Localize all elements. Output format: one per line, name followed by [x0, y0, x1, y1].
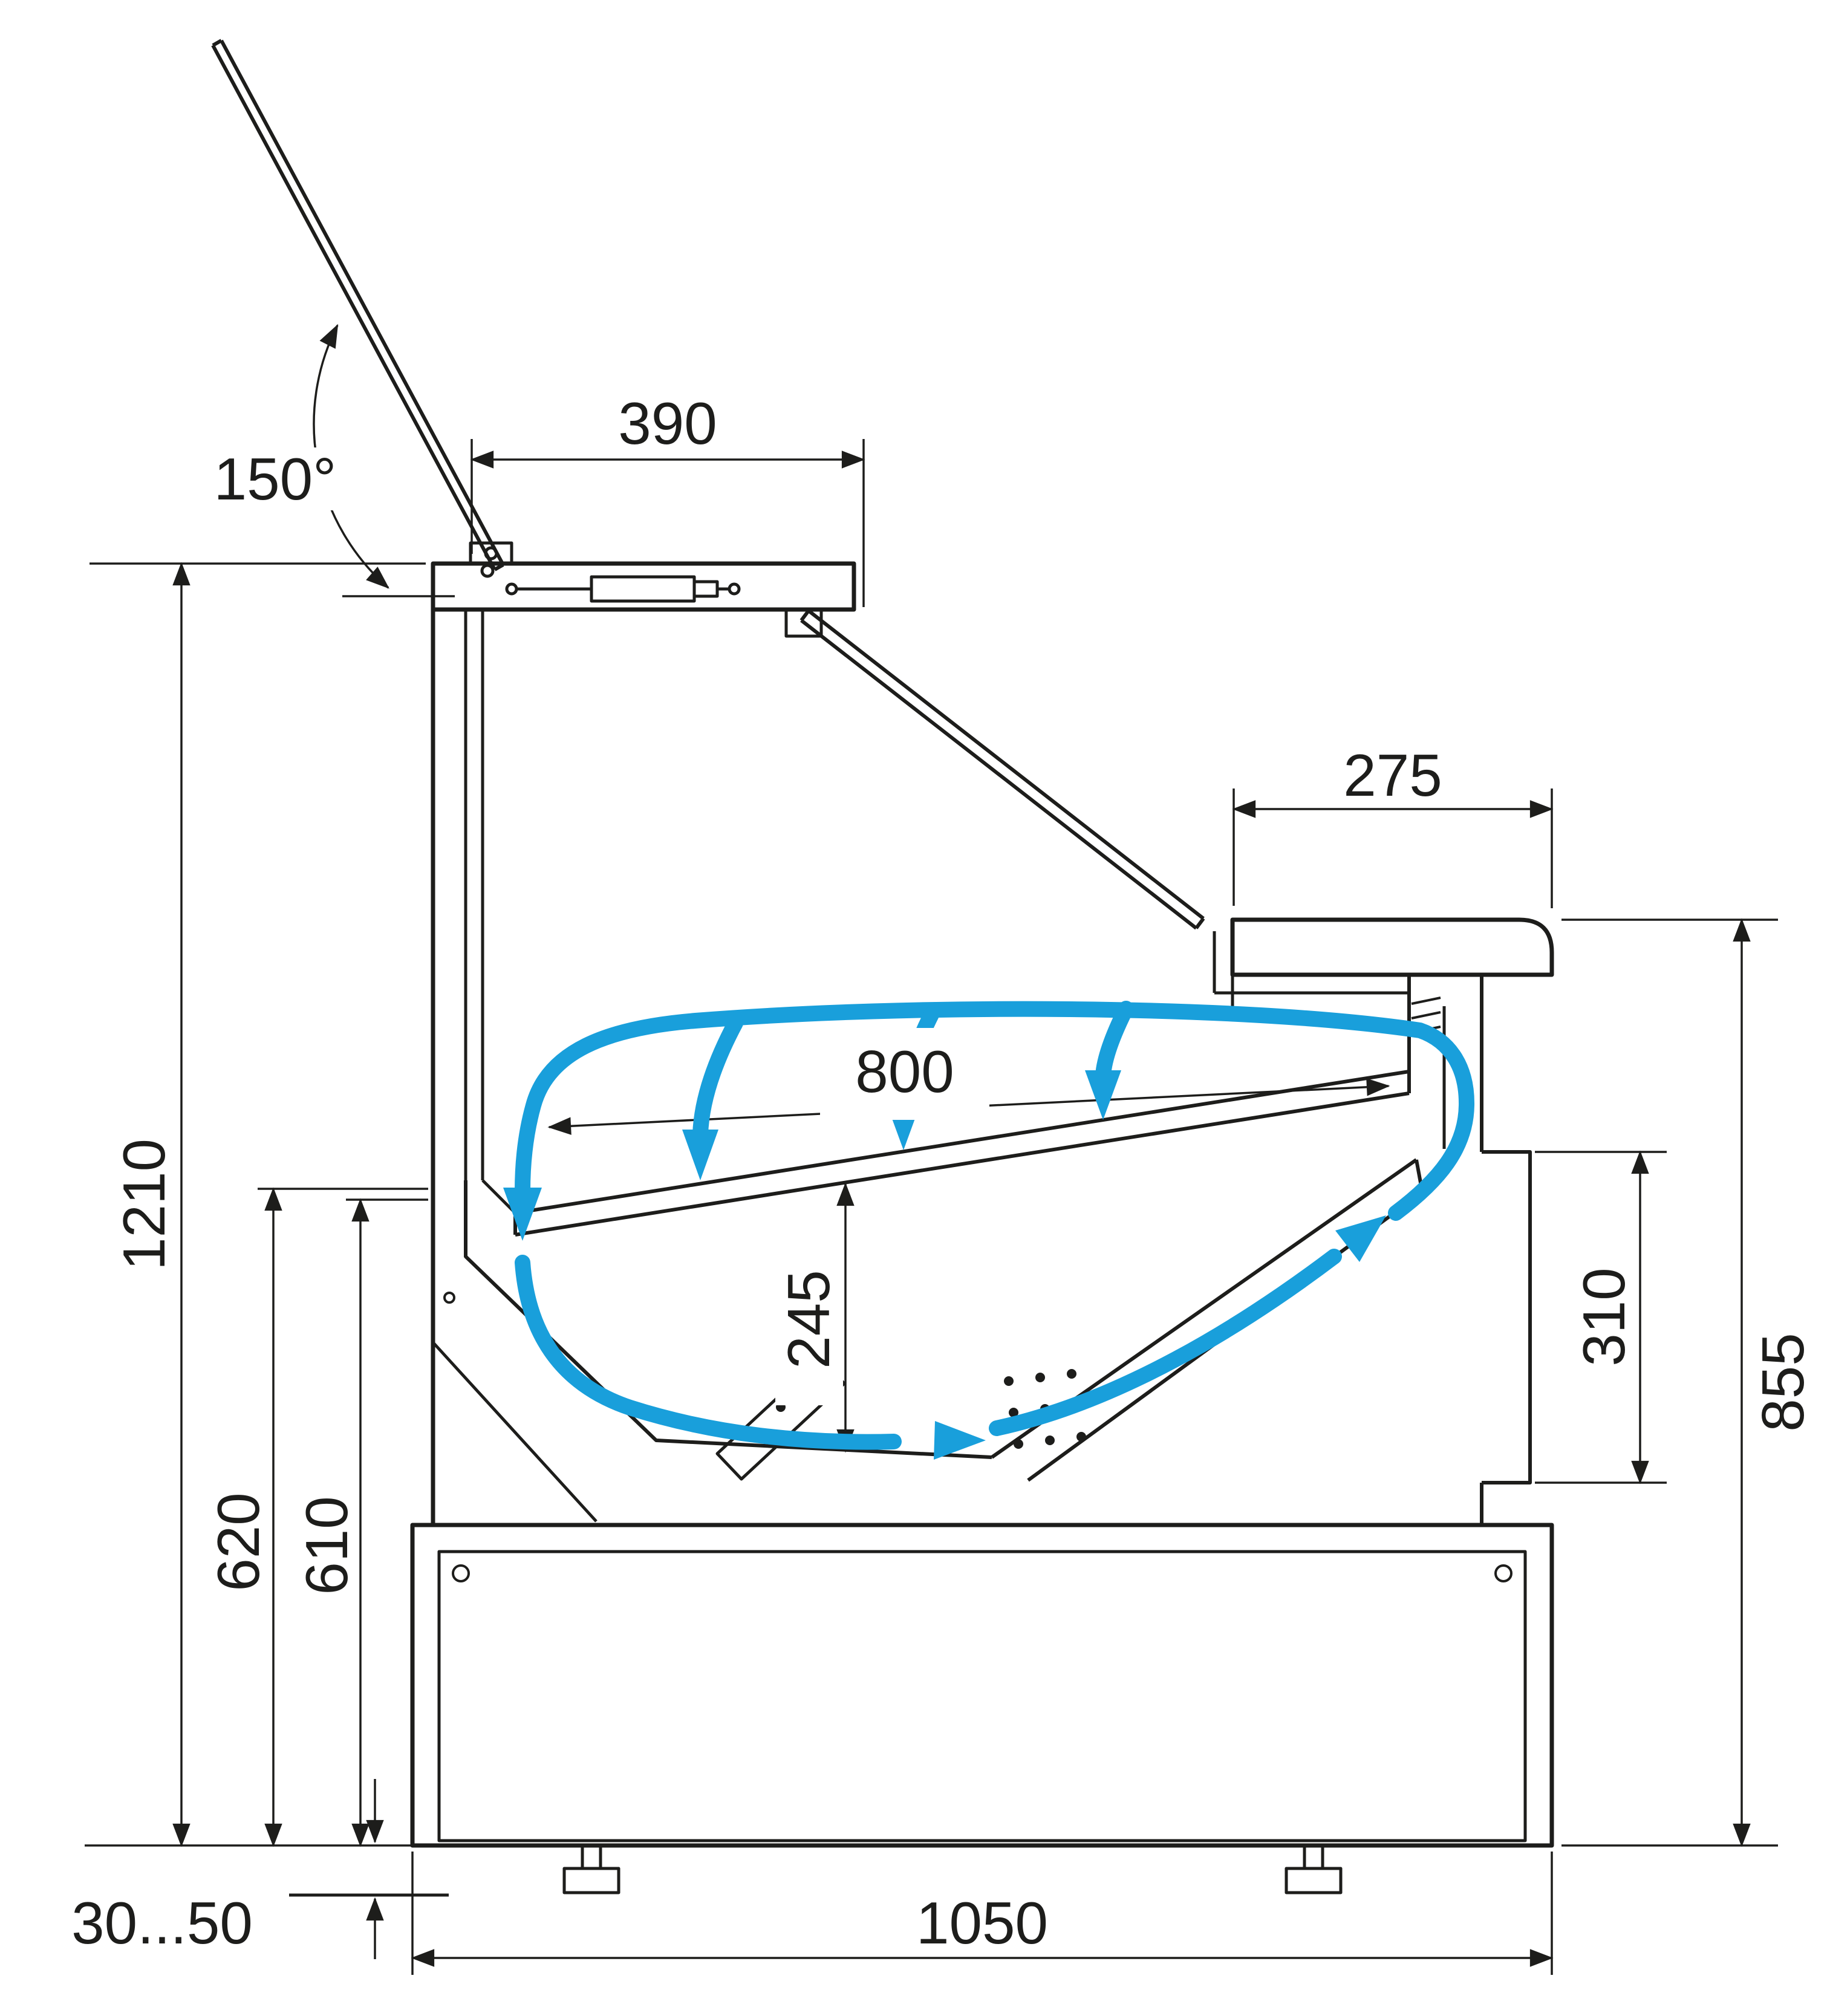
dim-800-label: 800	[855, 1038, 954, 1105]
case-structure	[211, 39, 1554, 1897]
back-wall-screw	[443, 1292, 455, 1304]
back-deck-joint	[481, 1179, 516, 1214]
airflow-bottom-stream	[515, 1255, 902, 1450]
dim-30-50-label: 30...50	[71, 1890, 253, 1956]
dim-245-label: 245	[775, 1270, 842, 1369]
dimension-275	[1232, 789, 1554, 908]
adjustable-foot-left	[562, 1844, 620, 1894]
dim-150-label: 150°	[214, 446, 337, 512]
dim-610-label: 610	[293, 1496, 360, 1595]
airflow-arrowhead-up-front	[1335, 1215, 1386, 1262]
well-floor	[464, 1180, 992, 1459]
perforation-dot	[1076, 1432, 1086, 1442]
canopy-outline	[431, 561, 856, 612]
dim-150-label-bg	[213, 447, 337, 510]
dim-245-label-bg	[775, 1234, 843, 1405]
lid-pivot	[480, 564, 495, 578]
dim-1050-label: 1050	[916, 1890, 1048, 1956]
lid-open-glass	[211, 39, 505, 578]
strut-pivot-left	[505, 582, 518, 596]
counter-slab	[1230, 917, 1554, 977]
dim-620-label: 620	[205, 1492, 272, 1592]
perforation-dot	[1004, 1376, 1014, 1386]
dim-855-label: 855	[1750, 1333, 1816, 1432]
base-screw-left	[452, 1564, 470, 1582]
front-recess-panel	[1482, 1150, 1532, 1484]
airflow-arrowhead-down-back	[503, 1188, 542, 1241]
airflow-branch-3	[1095, 1001, 1134, 1083]
perforation-dot	[1035, 1373, 1045, 1382]
dimension-620	[258, 1187, 428, 1847]
base-outline	[410, 1523, 1554, 1848]
front-glass	[799, 609, 1409, 995]
perforation-dot	[1009, 1408, 1018, 1417]
dimension-1050	[411, 1852, 1554, 1975]
airflow-top-loop	[515, 1001, 1475, 1221]
strut-pivot-right	[728, 582, 741, 596]
airflow-arrowhead-branch-1	[682, 1130, 718, 1180]
dim-1210-label: 1210	[111, 1139, 177, 1270]
perforation-dot	[1045, 1436, 1055, 1445]
dim-310-label: 310	[1571, 1267, 1637, 1367]
base-panel	[437, 1550, 1527, 1842]
dim-275-label: 275	[1343, 742, 1442, 808]
airflow-branch-1	[692, 1015, 743, 1142]
dimension-310	[1535, 1150, 1667, 1484]
dimension-855	[1561, 918, 1778, 1847]
airflow-arrowhead-right	[934, 1421, 986, 1460]
dim-800-label-bg	[820, 1028, 989, 1120]
perforation-dot	[1014, 1439, 1023, 1449]
dim-390-label: 390	[618, 390, 717, 457]
airflow-arrowhead-branch-3	[1085, 1070, 1121, 1120]
gas-strut-cylinder	[590, 575, 696, 603]
dimension-labels: 390 150° 275 800 1210 620 610 245 310 85…	[71, 390, 1816, 1956]
adjustable-foot-right	[1285, 1844, 1343, 1894]
dimension-610	[346, 1198, 428, 1847]
dimension-390	[470, 439, 865, 607]
back-bottom-brace	[432, 1341, 598, 1523]
base-screw-right	[1494, 1564, 1513, 1582]
perforation-dot	[1067, 1369, 1076, 1379]
gas-strut-end	[692, 580, 719, 598]
airflow-incline-stream	[989, 1249, 1342, 1436]
